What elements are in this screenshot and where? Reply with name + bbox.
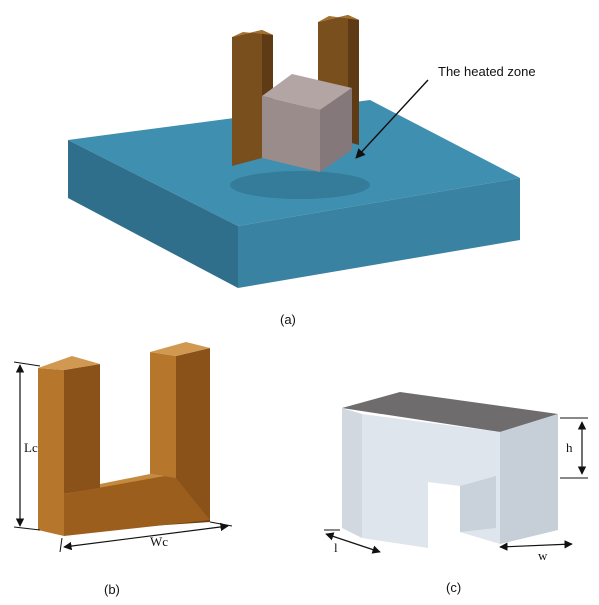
c-shape-left-side xyxy=(64,364,100,494)
c-shape-right-side xyxy=(176,348,210,520)
cube-front-face xyxy=(262,96,320,172)
c-shape-left-top xyxy=(38,356,100,370)
wc-dimension-line xyxy=(63,522,229,551)
lc-extension-top xyxy=(13,361,41,367)
panel-a: The heated zone (a) xyxy=(68,15,536,327)
w-label: w xyxy=(538,548,548,563)
cube-top-face xyxy=(262,74,352,110)
block-right-face xyxy=(500,414,558,544)
heated-cube xyxy=(262,74,352,172)
caption-b: (b) xyxy=(104,582,120,597)
panel-c: h l w (c) xyxy=(324,392,588,595)
lc-extension-bottom xyxy=(13,526,41,531)
c-shape-bottom-front xyxy=(64,474,210,536)
w-dimension-line xyxy=(499,540,573,551)
h-label: h xyxy=(566,440,573,455)
c-shape-right-top xyxy=(150,342,210,356)
cutout-inner-face xyxy=(460,476,496,532)
wc-extension-right xyxy=(209,521,233,527)
heated-zone-reflection xyxy=(230,171,370,199)
caption-c: (c) xyxy=(446,580,461,595)
lc-label: Lc xyxy=(24,440,38,455)
wc-label: Wc xyxy=(150,534,168,549)
substrate-front-face xyxy=(68,140,238,288)
c-shape-right-front xyxy=(150,352,176,478)
panel-b: Lc Wc (b) xyxy=(13,342,233,597)
c-shape-left-front xyxy=(38,368,64,536)
block-top-face xyxy=(342,392,558,432)
caption-a: (a) xyxy=(280,312,296,327)
wc-extension-left xyxy=(59,537,63,553)
l-dimension-line xyxy=(325,532,381,554)
l-label: l xyxy=(334,540,338,555)
block-left-face xyxy=(342,408,362,538)
cube-right-face xyxy=(320,88,352,172)
substrate-right-face xyxy=(238,178,520,288)
heated-zone-arrow xyxy=(355,79,429,159)
heated-zone-label: The heated zone xyxy=(438,64,536,79)
